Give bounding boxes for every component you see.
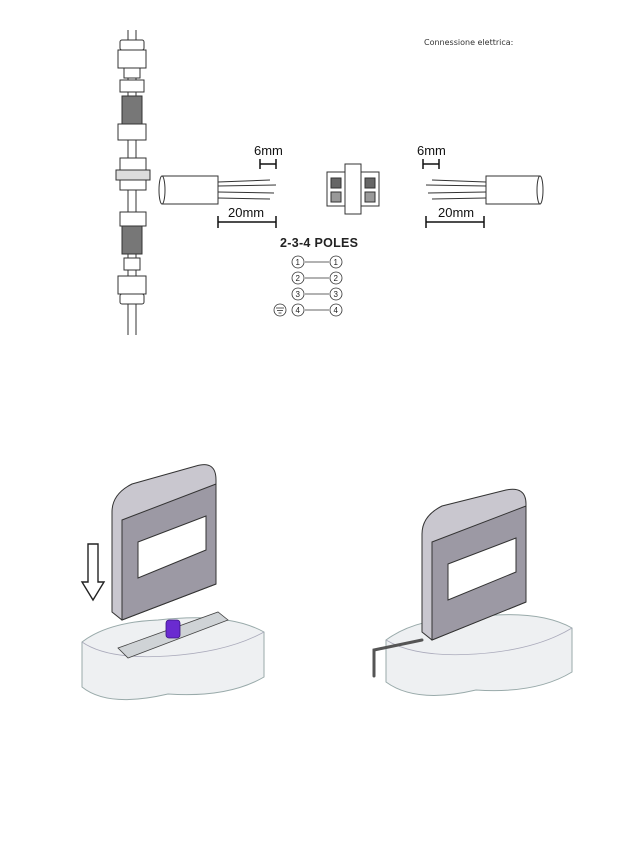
hex-key-icon (372, 638, 424, 678)
pin-right-2: 2 (334, 274, 339, 283)
ground-icon (273, 303, 287, 317)
connector-assembly-illustration (115, 30, 151, 335)
cable-right-illustration (425, 175, 544, 205)
dimension-marker-short-left (259, 159, 277, 169)
strip-length-long-left: 20mm (228, 205, 265, 220)
page-title: Connessione elettrica: (424, 38, 514, 47)
poles-label: 2-3-4 POLES (280, 236, 359, 250)
fixture-installation-step1 (81, 464, 265, 701)
pin-left-1: 1 (296, 258, 301, 267)
strip-length-long-right: 20mm (438, 205, 475, 220)
pin-mapping-diagram: 1 1 2 2 3 3 4 4 (273, 255, 343, 317)
strip-length-short-left: 6mm (254, 143, 283, 158)
dimension-marker-long-left (217, 216, 277, 228)
pin-left-2: 2 (296, 274, 301, 283)
pin-left-4: 4 (296, 306, 301, 315)
dimension-marker-long-right (425, 216, 485, 228)
pin-right-1: 1 (334, 258, 339, 267)
pin-left-3: 3 (296, 290, 301, 299)
pin-right-3: 3 (334, 290, 339, 299)
arrow-down-icon (80, 543, 106, 602)
fixture-installation-step2 (372, 488, 573, 696)
cable-left-illustration (158, 175, 277, 205)
strip-length-short-right: 6mm (417, 143, 446, 158)
dimension-marker-short-right (422, 159, 440, 169)
pin-right-4: 4 (334, 306, 339, 315)
terminal-block-illustration (326, 163, 380, 215)
